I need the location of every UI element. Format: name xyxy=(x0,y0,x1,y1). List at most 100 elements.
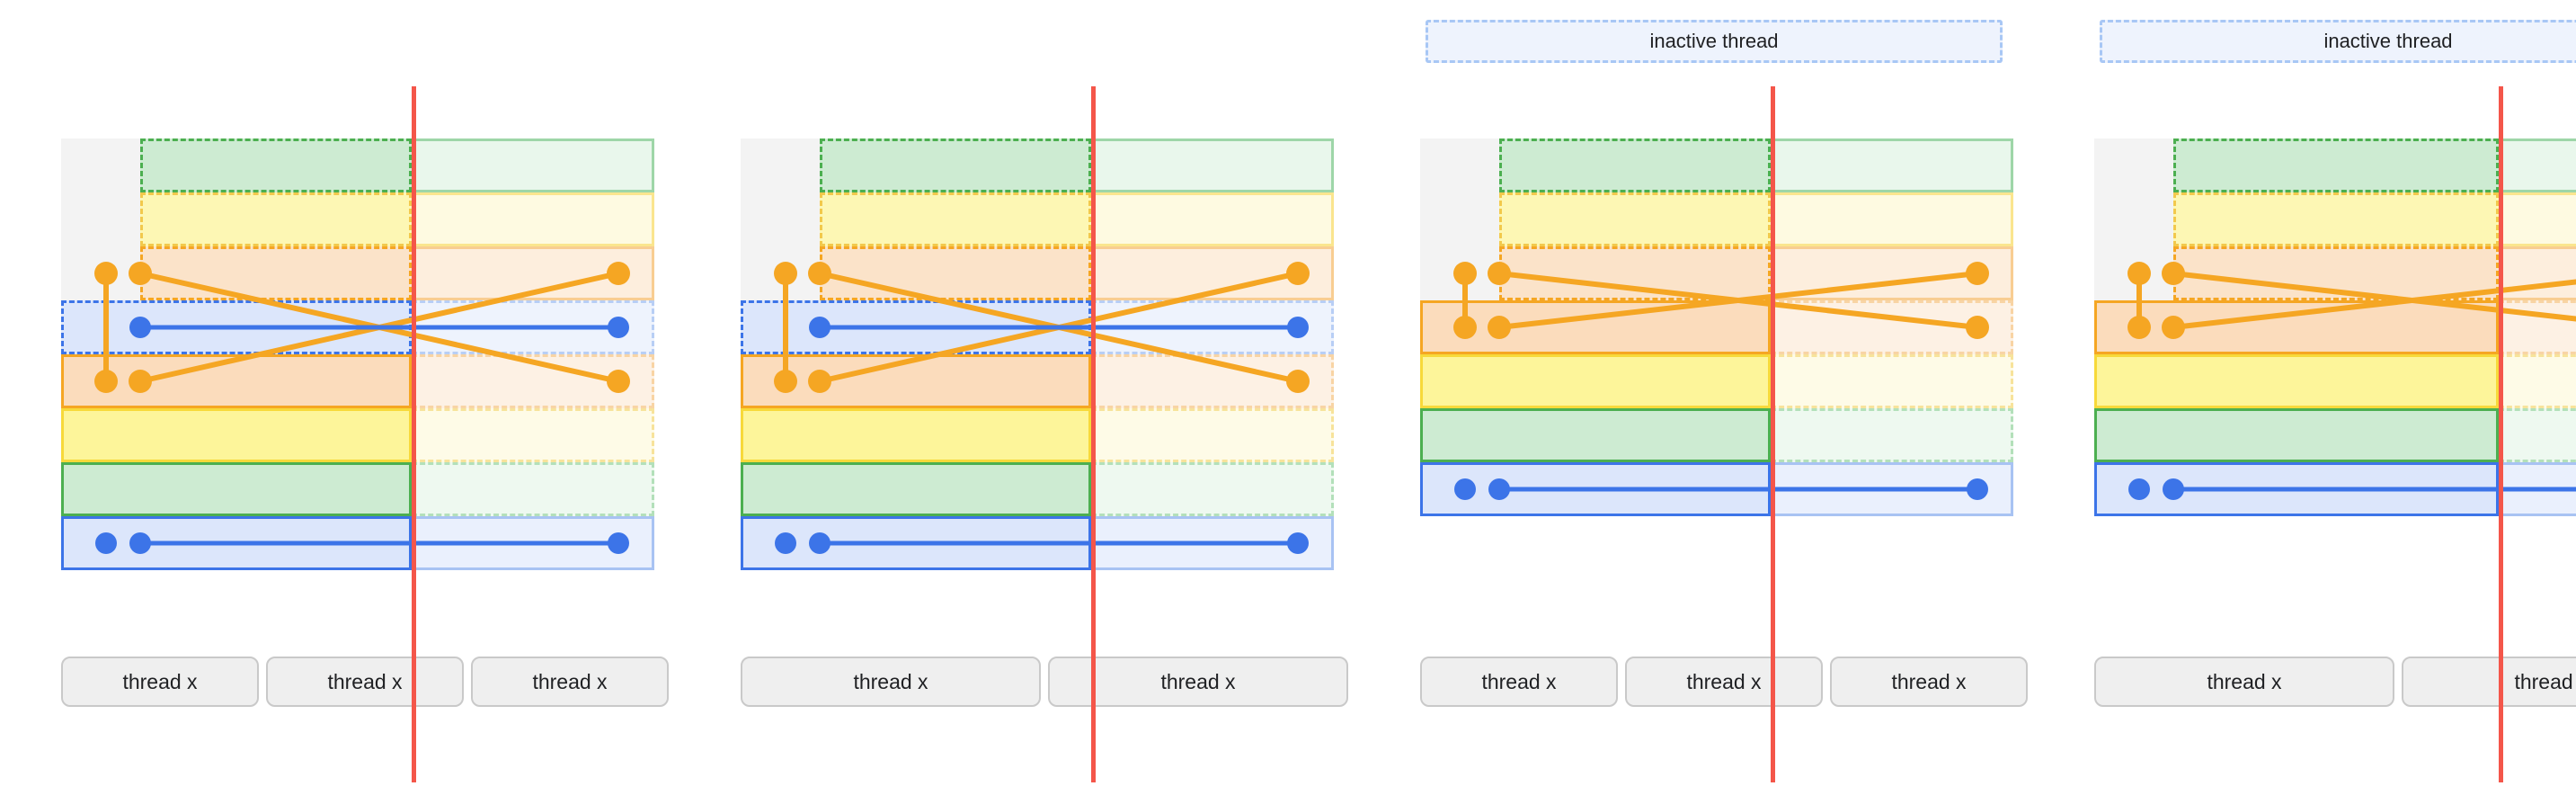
thread-label-row: thread x thread x thread x xyxy=(61,657,669,707)
band-segment-right-green[interactable] xyxy=(2499,138,2576,192)
inset-gutter xyxy=(2094,138,2173,300)
band-segment-right-orange[interactable] xyxy=(412,246,654,300)
thread-label-row: thread x thread x thread x xyxy=(1420,657,2028,707)
band-segment-right-orange[interactable] xyxy=(1091,354,1334,408)
timeline-stack xyxy=(61,138,669,570)
band-segment-left-orange[interactable] xyxy=(2173,246,2499,300)
band-segment-left-yellow[interactable] xyxy=(741,408,1091,462)
band-segment-right-orange[interactable] xyxy=(2499,300,2576,354)
band-segment-right-yellow[interactable] xyxy=(1771,354,2013,408)
band-segment-left-orange[interactable] xyxy=(1420,300,1771,354)
thread-label-text: thread x xyxy=(2514,669,2576,693)
band-segment-left-orange[interactable] xyxy=(1499,246,1771,300)
inactive-thread-header: inactive thread xyxy=(2100,20,2576,63)
band-segment-left-blue[interactable] xyxy=(61,300,412,354)
thread-label-pill[interactable]: thread x xyxy=(266,657,464,707)
band-segment-left-blue[interactable] xyxy=(1420,462,1771,516)
band-segment-left-green[interactable] xyxy=(741,462,1091,516)
band-segment-right-green[interactable] xyxy=(1091,138,1334,192)
band-segment-right-yellow[interactable] xyxy=(1091,192,1334,246)
band-segment-right-blue[interactable] xyxy=(2499,462,2576,516)
playhead-line[interactable] xyxy=(412,86,416,782)
thread-label-pill[interactable]: thread x xyxy=(1420,657,1618,707)
band-segment-left-orange[interactable] xyxy=(741,354,1091,408)
thread-label-pill[interactable]: thread x xyxy=(741,657,1041,707)
band-segment-right-blue[interactable] xyxy=(412,300,654,354)
band-segment-right-orange[interactable] xyxy=(1091,246,1334,300)
band-segment-right-orange[interactable] xyxy=(1771,246,2013,300)
band-segment-left-orange[interactable] xyxy=(140,246,412,300)
timeline-stack xyxy=(2094,138,2576,516)
thread-label-pill[interactable]: thread x xyxy=(1625,657,1823,707)
band-segment-right-orange[interactable] xyxy=(412,354,654,408)
panel-3: inactive thread thread x thread x thread x xyxy=(1399,0,2028,804)
thread-label-pill[interactable]: thread x xyxy=(61,657,259,707)
band-segment-left-green[interactable] xyxy=(2094,408,2499,462)
timeline-stack xyxy=(741,138,1348,570)
thread-label-text: thread x xyxy=(1481,669,1557,693)
band-segment-right-yellow[interactable] xyxy=(412,408,654,462)
inactive-thread-label: inactive thread xyxy=(2323,30,2453,52)
thread-label-pill[interactable]: thread x xyxy=(471,657,669,707)
band-segment-left-green[interactable] xyxy=(61,462,412,516)
panel-2: thread x thread x xyxy=(719,0,1348,804)
band-segment-right-green[interactable] xyxy=(1091,462,1334,516)
band-segment-right-green[interactable] xyxy=(412,138,654,192)
band-segment-right-orange[interactable] xyxy=(1771,300,2013,354)
band-segment-right-yellow[interactable] xyxy=(1091,408,1334,462)
band-segment-left-yellow[interactable] xyxy=(2173,192,2499,246)
inset-gutter xyxy=(61,138,140,300)
thread-label-text: thread x xyxy=(1686,669,1762,693)
inactive-thread-header: inactive thread xyxy=(1426,20,2003,63)
band-segment-right-orange[interactable] xyxy=(2499,246,2576,300)
band-segment-right-yellow[interactable] xyxy=(2499,192,2576,246)
band-segment-left-green[interactable] xyxy=(1420,408,1771,462)
panel-4: inactive thread thread x thread x xyxy=(2073,0,2576,804)
playhead-line[interactable] xyxy=(1091,86,1096,782)
band-segment-right-green[interactable] xyxy=(2499,408,2576,462)
band-segment-left-orange[interactable] xyxy=(61,354,412,408)
band-segment-right-green[interactable] xyxy=(1771,138,2013,192)
band-segment-right-blue[interactable] xyxy=(1771,462,2013,516)
band-segment-right-yellow[interactable] xyxy=(1771,192,2013,246)
band-segment-left-yellow[interactable] xyxy=(1420,354,1771,408)
band-segment-left-blue[interactable] xyxy=(741,300,1091,354)
thread-label-text: thread x xyxy=(532,669,608,693)
timeline-stack xyxy=(1420,138,2028,516)
thread-label-text: thread x xyxy=(122,669,198,693)
band-segment-left-yellow[interactable] xyxy=(2094,354,2499,408)
band-segment-left-green[interactable] xyxy=(2173,138,2499,192)
band-segment-right-green[interactable] xyxy=(1771,408,2013,462)
band-segment-right-yellow[interactable] xyxy=(2499,354,2576,408)
thread-label-text: thread x xyxy=(1160,669,1236,693)
thread-label-row: thread x thread x xyxy=(741,657,1348,707)
inset-gutter xyxy=(1420,138,1499,300)
playhead-line[interactable] xyxy=(2499,86,2503,782)
thread-label-row: thread x thread x xyxy=(2094,657,2576,707)
band-segment-left-green[interactable] xyxy=(1499,138,1771,192)
thread-label-text: thread x xyxy=(1891,669,1967,693)
band-segment-right-green[interactable] xyxy=(412,462,654,516)
band-segment-left-yellow[interactable] xyxy=(1499,192,1771,246)
band-segment-right-blue[interactable] xyxy=(412,516,654,570)
band-segment-left-green[interactable] xyxy=(820,138,1091,192)
band-segment-left-yellow[interactable] xyxy=(61,408,412,462)
band-segment-left-blue[interactable] xyxy=(61,516,412,570)
band-segment-left-yellow[interactable] xyxy=(140,192,412,246)
thread-label-pill[interactable]: thread x xyxy=(2094,657,2394,707)
band-segment-right-yellow[interactable] xyxy=(412,192,654,246)
band-segment-left-yellow[interactable] xyxy=(820,192,1091,246)
thread-label-pill[interactable]: thread x xyxy=(1830,657,2028,707)
band-segment-left-blue[interactable] xyxy=(2094,462,2499,516)
band-segment-left-orange[interactable] xyxy=(2094,300,2499,354)
band-segment-left-orange[interactable] xyxy=(820,246,1091,300)
thread-label-pill[interactable]: thread x xyxy=(1048,657,1348,707)
band-segment-right-blue[interactable] xyxy=(1091,516,1334,570)
band-segment-right-blue[interactable] xyxy=(1091,300,1334,354)
playhead-line[interactable] xyxy=(1771,86,1775,782)
thread-label-pill[interactable]: thread x xyxy=(2402,657,2576,707)
band-segment-left-green[interactable] xyxy=(140,138,412,192)
thread-label-text: thread x xyxy=(327,669,403,693)
inactive-thread-label: inactive thread xyxy=(1649,30,1779,52)
band-segment-left-blue[interactable] xyxy=(741,516,1091,570)
